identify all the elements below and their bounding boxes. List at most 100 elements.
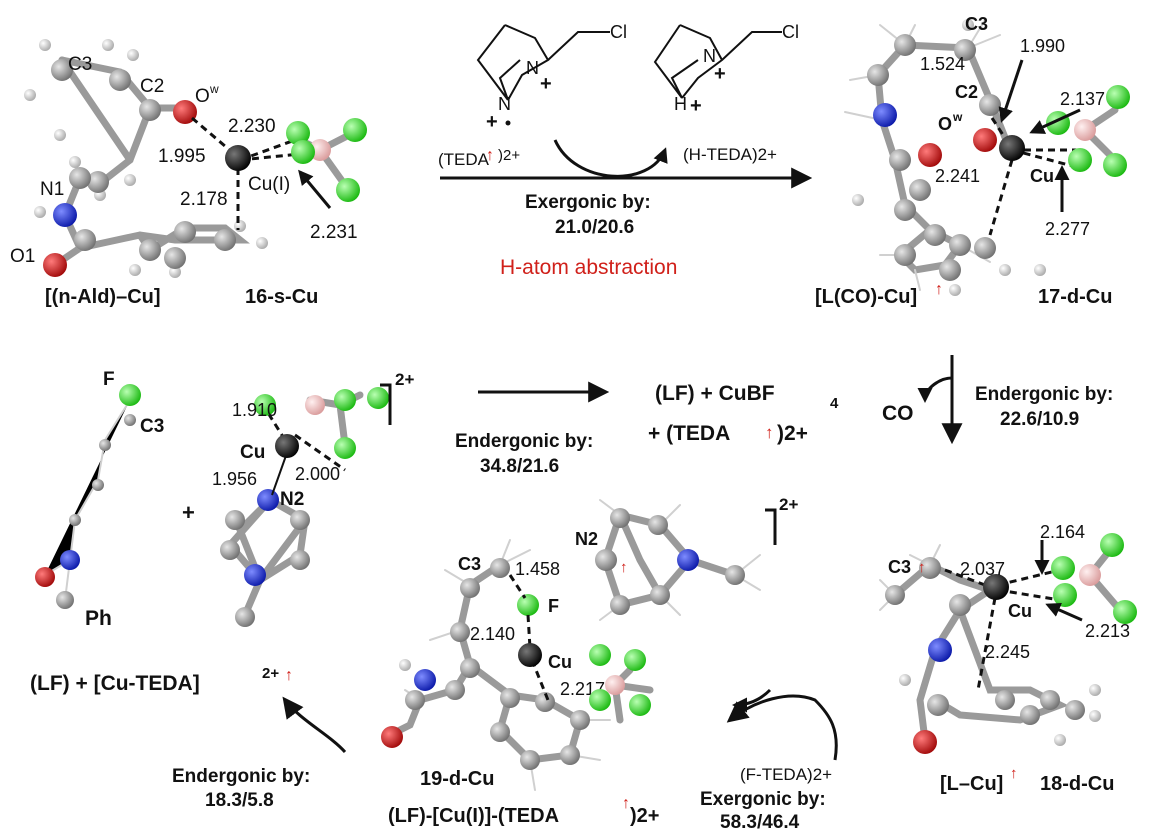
step-fluorine-transfer: (F-TEDA)2+ Exergonic by: 58.3/46.4 [700, 688, 838, 833]
charge-plus: + [486, 111, 498, 133]
molecule-lf: F C3 Ph [35, 369, 164, 630]
energy-value: 18.3/5.8 [205, 790, 274, 811]
energy-value: 58.3/46.4 [720, 812, 800, 833]
distance-label: 1.524 [920, 54, 965, 74]
energy-label: Endergonic by: [975, 384, 1113, 405]
structure-id: 18-d-Cu [1040, 773, 1114, 795]
distance-label: 2.241 [935, 166, 980, 186]
atom-label: F [103, 369, 115, 390]
atom-label: C2 [140, 76, 164, 97]
atom-label: N1 [40, 179, 64, 200]
distance-label: 2.000 [295, 464, 340, 484]
structure-id: 19-d-Cu [420, 768, 494, 790]
atom-label: Cu [548, 652, 572, 672]
structure-name: [(n-Ald)–Cu] [45, 286, 161, 308]
distance-label: 2.213 [1085, 621, 1130, 641]
molecule-17-d-cu: C3 C2 O w Cu 1.524 1.990 2.137 2.241 2.2… [815, 14, 1130, 308]
radical-marker: ↑ [1010, 765, 1018, 782]
radical-marker: ↑ [765, 423, 774, 442]
radical-dot [505, 120, 511, 126]
radical-marker: ↑ [486, 147, 494, 164]
step-h-atom-abstraction: N N Cl + + N H Cl + + (TEDA ↑ )2+ (H-TED… [438, 22, 813, 279]
structure-id: 16-s-Cu [245, 286, 318, 308]
atom-label: C3 [140, 416, 164, 437]
plus-sign: + [182, 500, 195, 525]
radical-marker: ↑ [935, 281, 943, 298]
atom-label: Cu [1030, 166, 1054, 186]
atom-label-superscript: w [209, 82, 219, 96]
distance-label: 1.910 [232, 400, 277, 420]
atom-label-superscript: w [952, 110, 963, 124]
charge-label: 2+ [395, 370, 414, 389]
energy-label: Endergonic by: [455, 431, 593, 452]
distance-label: 2.230 [228, 116, 276, 137]
atom-label: C3 [458, 554, 481, 574]
atom-label: N [703, 46, 716, 66]
distance-label: 1.458 [515, 559, 560, 579]
subscript: 4 [830, 395, 839, 412]
molecule-18-d-cu: C3 ↑ Cu 2.037 2.164 2.213 2.245 [L–Cu] ↑… [879, 522, 1137, 795]
structure-formula-charge: )2+ [630, 805, 659, 827]
distance-label: 2.164 [1040, 522, 1085, 542]
hydrogen-atoms [24, 39, 268, 278]
molecule-cu-teda: 2+ Cu N2 1.910 1.956 2.000 [212, 370, 414, 627]
distance-label: 1.990 [1020, 36, 1065, 56]
atom-label: N [526, 58, 539, 78]
distance-label: 2.277 [1045, 219, 1090, 239]
charge-plus: + [540, 73, 552, 95]
energy-label: Endergonic by: [172, 766, 310, 787]
distance-label: 2.178 [180, 189, 228, 210]
energy-value: 22.6/10.9 [1000, 409, 1079, 430]
products-charge: )2+ [777, 422, 808, 445]
atom-label: O [195, 86, 210, 107]
energy-label: Exergonic by: [700, 789, 826, 810]
structure-id: 17-d-Cu [1038, 286, 1112, 308]
reagent-label: (F-TEDA)2+ [740, 765, 832, 784]
structure-name: [L–Cu] [940, 773, 1003, 795]
atom-label: Cl [782, 22, 799, 42]
atom-label: C3 [888, 557, 911, 577]
atom-label: N2 [280, 489, 304, 510]
atom-label: Ph [85, 607, 112, 630]
step-dissociation: Endergonic by: 34.8/21.6 (LF) + CuBF 4 +… [455, 381, 839, 477]
products-line: (LF) + CuBF [655, 382, 775, 405]
product-label: (H-TEDA)2+ [683, 145, 777, 164]
atom-label: C3 [965, 14, 988, 34]
radical-marker: ↑ [918, 559, 926, 576]
structure-name: [L(CO)-Cu] [815, 286, 917, 308]
structure-formula: (LF)-[Cu(I)]-(TEDA [388, 805, 559, 827]
step-co-release: CO Endergonic by: 22.6/10.9 [882, 355, 1113, 445]
charge-plus: + [690, 95, 702, 117]
atom-label: H [674, 94, 687, 114]
step-type-label: H-atom abstraction [500, 256, 677, 279]
energy-label: Exergonic by: [525, 192, 651, 213]
products-line: + (TEDA [648, 422, 730, 445]
atom-label: O [938, 114, 952, 134]
distance-label: 2.245 [985, 642, 1030, 662]
products-line: (LF) + [Cu-TEDA] [30, 672, 200, 695]
teda-fragment-19: 2+ N2 ↑ [575, 495, 798, 724]
atom-label: Cu [240, 442, 265, 463]
charge-plus: + [714, 63, 726, 85]
atom-label: N [498, 94, 511, 114]
atom-label: O1 [10, 246, 35, 267]
reagent-charge: )2+ [498, 147, 520, 164]
atom-label: Cl [610, 22, 627, 42]
charge-label: 2+ [779, 495, 798, 514]
step-release: (LF) + [Cu-TEDA] 2+ ↑ Endergonic by: 18.… [30, 665, 347, 811]
energy-value: 34.8/21.6 [480, 456, 559, 477]
curved-arrow [553, 139, 668, 178]
radical-marker: ↑ [285, 667, 293, 684]
atom-label: C2 [955, 82, 978, 102]
distance-label: 2.140 [470, 624, 515, 644]
distance-label: 1.956 [212, 469, 257, 489]
atom-label: Cu [1008, 601, 1032, 621]
atom-label: C3 [68, 54, 92, 75]
atom-label: F [548, 596, 559, 616]
radical-marker: ↑ [620, 559, 628, 576]
products-charge: 2+ [262, 665, 279, 682]
molecule-19-d-cu: C3 F Cu 1.458 2.140 2.217 19-d-Cu (LF)-[… [381, 539, 659, 827]
distance-label: 2.037 [960, 559, 1005, 579]
reagent-label: (TEDA [438, 150, 490, 169]
